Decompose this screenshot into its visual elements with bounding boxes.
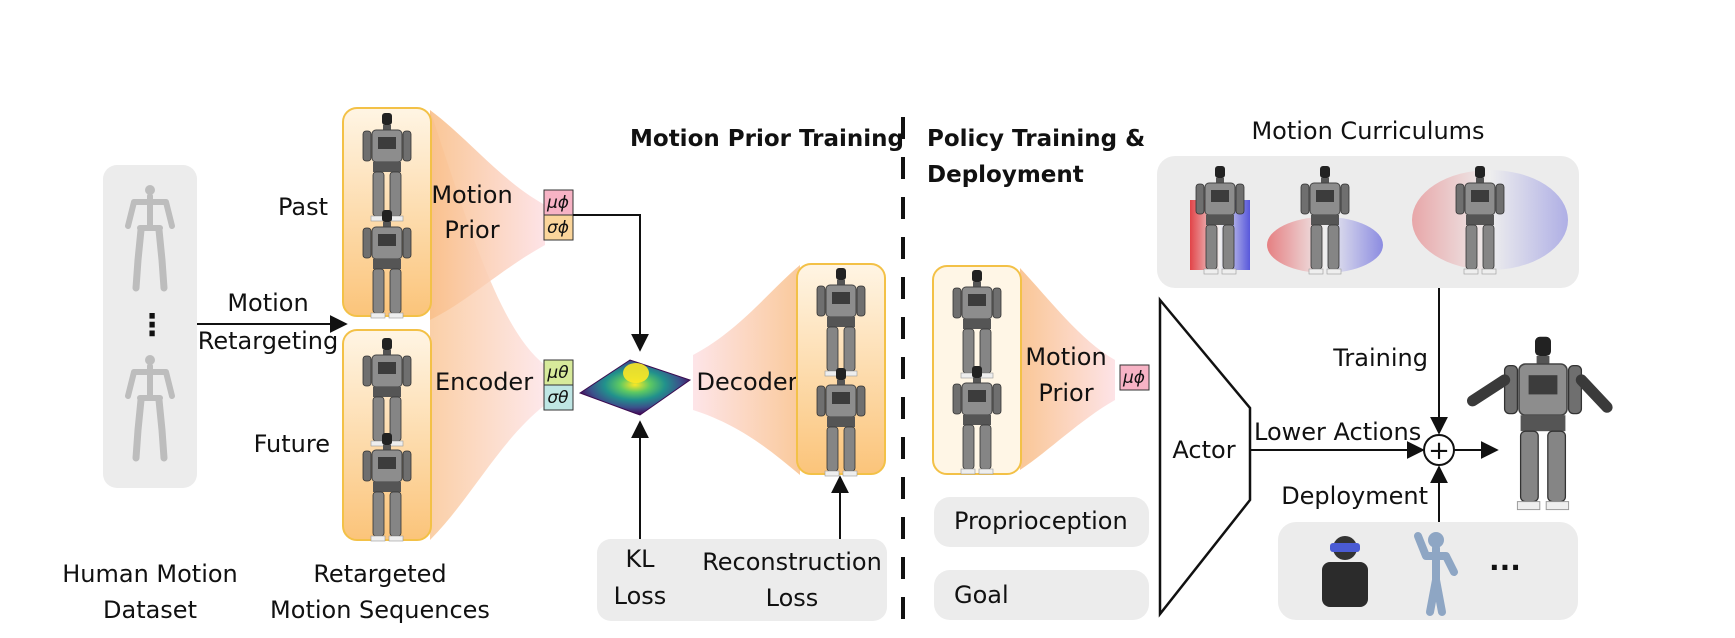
smpl-human-figure: [1414, 532, 1458, 616]
training-label: Training: [1332, 344, 1428, 372]
motion-prior-training-heading: Motion Prior Training: [630, 126, 904, 152]
actor-network: [1158, 296, 1252, 618]
actor-label: Actor: [1172, 436, 1235, 464]
prior-to-latent-arrow: [573, 214, 649, 352]
policy-mu-phi-label: μϕ: [1122, 368, 1145, 388]
dataset-label-line1: Human Motion: [62, 560, 238, 588]
lower-actions-label: Lower Actions: [1254, 418, 1421, 446]
mu-phi-box: [543, 189, 574, 216]
vr-teleoperator-figure: [1322, 536, 1368, 607]
encoder-label: Encoder: [435, 368, 533, 396]
goal-box: [934, 570, 1149, 620]
sequences-label-line2: Motion Sequences: [270, 596, 490, 624]
dataset-label-line2: Dataset: [103, 596, 197, 624]
policy-training-heading-line1: Policy Training &: [927, 126, 1145, 152]
mu-phi-label: μϕ: [546, 193, 569, 213]
reconstruction-loss-line1: Reconstruction: [702, 548, 882, 576]
encoder-fan: [430, 110, 545, 540]
retargeting-label-line1: Motion: [227, 289, 308, 317]
policy-motion-prior-line1: Motion: [1025, 343, 1106, 371]
output-humanoid-robot: [1466, 335, 1613, 511]
sigma-phi-label: σϕ: [547, 218, 569, 238]
sigma-theta-box: [543, 384, 574, 411]
decoder-fan: [693, 265, 800, 475]
loss-panel: [597, 539, 887, 621]
reconstruction-loss-line2: Loss: [766, 584, 819, 612]
proprioception-box: [934, 497, 1149, 547]
past-label: Past: [278, 193, 328, 221]
policy-prior-fan: [1020, 268, 1115, 470]
goal-label: Goal: [954, 581, 1009, 609]
motion-prior-label-line1: Motion: [431, 181, 512, 209]
kl-loss-line2: Loss: [614, 582, 667, 610]
deployment-label: Deployment: [1281, 482, 1428, 510]
kl-loss-line1: KL: [625, 545, 655, 573]
mu-theta-label: μθ: [546, 363, 569, 383]
sequences-label-line1: Retargeted: [313, 560, 446, 588]
curriculum-item-1: [1190, 165, 1250, 275]
policy-motion-prior-line2: Prior: [1038, 379, 1093, 407]
decoder-label: Decoder: [697, 368, 798, 396]
gaussian-peak: [623, 363, 649, 383]
future-label: Future: [254, 430, 330, 458]
proprioception-label: Proprioception: [954, 507, 1128, 535]
motion-curriculums-heading: Motion Curriculums: [1251, 117, 1484, 145]
dataset-ellipsis: ⋮: [137, 308, 167, 343]
mu-theta-box: [543, 359, 574, 386]
retargeting-label-line2: Retargeting: [198, 327, 338, 355]
sigma-phi-box: [543, 214, 574, 241]
motion-prior-label-line2: Prior: [444, 216, 499, 244]
deployment-ellipsis: ...: [1489, 544, 1521, 577]
curriculum-item-2: [1267, 165, 1383, 275]
policy-mu-phi-box: [1119, 364, 1150, 391]
latent-gaussian: [578, 359, 692, 416]
human-motion-dataset-panel: [103, 165, 197, 488]
policy-training-heading-line2: Deployment: [927, 162, 1084, 188]
sigma-theta-label: σθ: [547, 388, 569, 408]
curriculum-item-3: [1412, 165, 1568, 275]
sum-node-plus: +: [1428, 436, 1450, 466]
